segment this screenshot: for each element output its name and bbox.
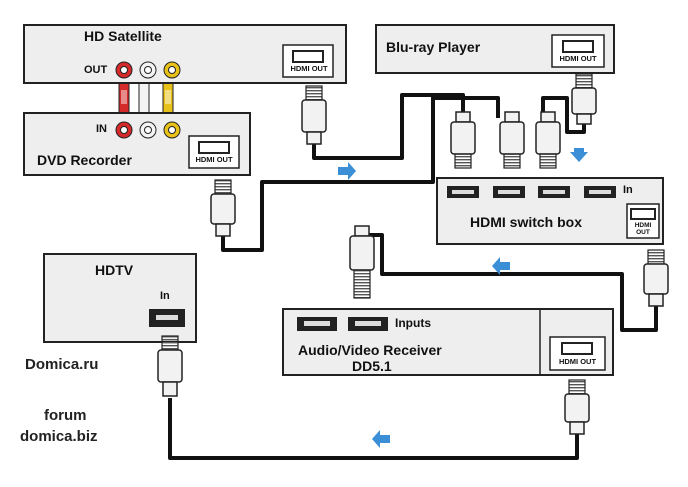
watermark-site: Domica.ru bbox=[25, 356, 99, 373]
hdmi-out-port-dvd bbox=[188, 135, 240, 169]
hdmi-plug-icon bbox=[450, 111, 476, 169]
receiver-subtitle: DD5.1 bbox=[352, 358, 392, 374]
hdmi-plugs bbox=[157, 73, 669, 435]
rca-cables bbox=[118, 79, 174, 115]
hdtv-box bbox=[43, 253, 197, 343]
flow-arrows bbox=[338, 148, 588, 448]
bluray-title: Blu-ray Player bbox=[386, 39, 481, 55]
bluray-player-box bbox=[375, 24, 615, 74]
hdmi-plug-icon bbox=[571, 73, 597, 125]
arrow-right-icon bbox=[338, 162, 356, 180]
hdmi-plug-icon bbox=[643, 249, 669, 307]
arrow-left-icon bbox=[372, 430, 390, 448]
hdmi-plug-icon bbox=[349, 225, 375, 299]
dvd-recorder-box bbox=[23, 112, 251, 176]
cable-dvd-to-switch bbox=[221, 96, 500, 252]
receiver-title: Audio/Video Receiver bbox=[298, 342, 442, 358]
switch-input-ports bbox=[447, 186, 616, 198]
watermark-forum-label: forum bbox=[44, 407, 87, 424]
hdmi-plug-icon bbox=[564, 379, 590, 435]
hdmi-plug-icon bbox=[535, 111, 561, 169]
rca-out-jacks bbox=[115, 61, 181, 79]
cable-satellite-to-switch bbox=[312, 93, 465, 160]
satellite-box bbox=[23, 24, 347, 84]
receiver-inputs-label: Inputs bbox=[395, 316, 431, 330]
hdtv-input-port bbox=[149, 309, 185, 327]
hdmi-switch-box bbox=[436, 177, 664, 245]
watermark-forum-site: domica.biz bbox=[20, 428, 98, 445]
hdmi-out-port-satellite bbox=[282, 44, 334, 78]
switch-title: HDMI switch box bbox=[470, 214, 583, 230]
switch-hdmi-out-label: HDMI OUT bbox=[634, 222, 652, 236]
dvd-in-label: IN bbox=[96, 123, 107, 135]
switch-in-label: In bbox=[623, 184, 633, 196]
hdmi-plug-icon bbox=[210, 179, 236, 237]
av-receiver-box bbox=[282, 308, 614, 376]
satellite-out-label: OUT bbox=[84, 64, 108, 76]
cable-bluray-to-switch bbox=[541, 96, 586, 134]
hdmi-plug-icon bbox=[157, 335, 183, 397]
hdtv-title: HDTV bbox=[95, 262, 134, 278]
rca-in-jacks bbox=[115, 121, 181, 139]
dvd-hdmi-out-label: HDMI OUT bbox=[195, 155, 233, 164]
hdtv-in-label: In bbox=[160, 290, 170, 302]
arrow-left-icon bbox=[492, 257, 510, 275]
satellite-hdmi-out-label: HDMI OUT bbox=[290, 64, 328, 73]
hdmi-plug-icon bbox=[301, 85, 327, 145]
arrow-down-icon bbox=[570, 148, 588, 162]
receiver-input-ports bbox=[297, 317, 388, 331]
hdmi-plug-icon bbox=[499, 111, 525, 169]
hdmi-out-port-switch bbox=[626, 203, 660, 239]
dvd-title: DVD Recorder bbox=[37, 152, 132, 168]
hdmi-out-port-bluray bbox=[551, 34, 605, 68]
satellite-title: HD Satellite bbox=[84, 28, 162, 44]
receiver-hdmi-out-label: HDMI OUT bbox=[558, 357, 597, 366]
hdmi-out-port-receiver bbox=[549, 336, 606, 371]
cable-receiver-to-tv bbox=[168, 398, 579, 460]
bluray-hdmi-out-label: HDMI OUT bbox=[559, 54, 597, 63]
